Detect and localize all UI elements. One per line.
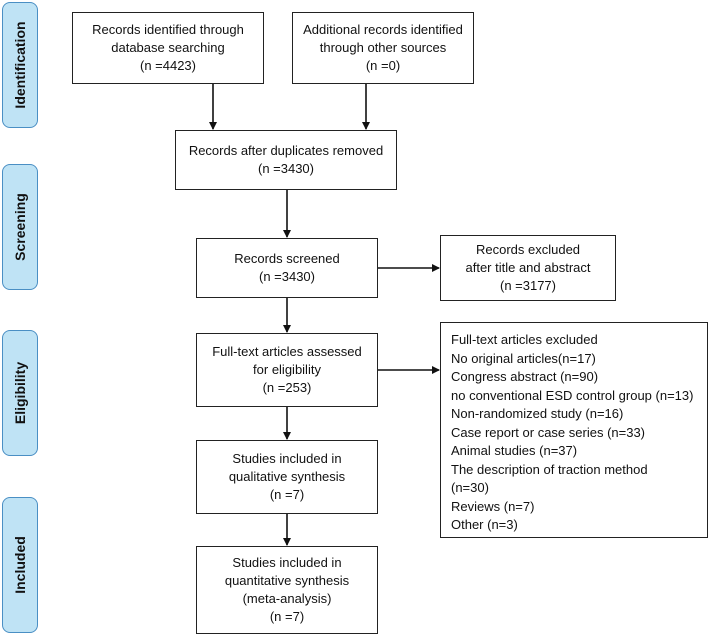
box-line: (n =7) [269, 487, 305, 502]
excluded-reason: No original articles(n=17) [451, 350, 596, 366]
box-line: quantitative synthesis [224, 573, 350, 588]
box-quantitative-synthesis: Studies included in quantitative synthes… [196, 546, 378, 634]
box-line: (n =0) [365, 58, 401, 73]
phase-included: Included [2, 497, 38, 633]
excluded-reason: no conventional ESD control group (n=13) [451, 387, 694, 403]
box-line: qualitative synthesis [228, 469, 346, 484]
box-after-duplicates: Records after duplicates removed (n =343… [175, 130, 397, 190]
box-line: (meta-analysis) [242, 591, 332, 606]
box-line: (n =3430) [257, 161, 314, 176]
excluded-reason: Animal studies (n=37) [451, 443, 578, 458]
box-line: after title and abstract [465, 260, 591, 275]
box-line: (n =7) [269, 609, 305, 624]
box-line: Studies included in [232, 451, 342, 466]
excluded-reason: Full-text articles excluded [451, 332, 598, 347]
excluded-reason: Reviews (n=7) [451, 498, 535, 514]
box-line: (n =3430) [258, 269, 315, 284]
phase-identification-label: Identification [12, 21, 28, 109]
box-full-text-excluded: Full-text articles excluded No original … [440, 322, 708, 538]
box-line: for eligibility [253, 362, 321, 377]
box-line: Records screened [234, 251, 340, 266]
box-line: database searching [111, 40, 225, 55]
phase-screening-label: Screening [12, 193, 28, 261]
box-records-screened: Records screened (n =3430) [196, 238, 378, 298]
box-records-excluded: Records excluded after title and abstrac… [440, 235, 616, 301]
box-line: through other sources [319, 40, 447, 55]
excluded-reason: Case report or case series (n=33) [451, 424, 646, 440]
box-qualitative-synthesis: Studies included in qualitative synthesi… [196, 440, 378, 514]
phase-eligibility: Eligibility [2, 330, 38, 456]
box-line: Studies included in [232, 555, 342, 570]
box-full-text-assessed: Full-text articles assessed for eligibil… [196, 333, 378, 407]
phase-identification: Identification [2, 2, 38, 128]
box-line: Records after duplicates removed [188, 143, 384, 158]
box-line: (n =253) [262, 380, 312, 395]
box-database-search: Records identified through database sear… [72, 12, 264, 84]
box-line: Records excluded [475, 242, 581, 257]
box-line: Records identified through [92, 22, 244, 37]
excluded-reason: Congress abstract (n=90) [451, 369, 599, 384]
box-line: (n =3177) [499, 278, 556, 293]
phase-included-label: Included [12, 536, 28, 594]
box-line: Additional records identified [303, 22, 463, 37]
box-other-sources: Additional records identified through ot… [292, 12, 474, 84]
phase-eligibility-label: Eligibility [12, 361, 28, 425]
box-line: Full-text articles assessed [212, 344, 362, 359]
phase-screening: Screening [2, 164, 38, 290]
excluded-reason: (n=30) [451, 480, 489, 495]
excluded-reason: Non-randomized study (n=16) [451, 406, 624, 421]
excluded-reason: Other (n=3) [451, 517, 518, 532]
box-line: (n =4423) [139, 58, 196, 73]
excluded-reason: The description of traction method [451, 461, 648, 477]
